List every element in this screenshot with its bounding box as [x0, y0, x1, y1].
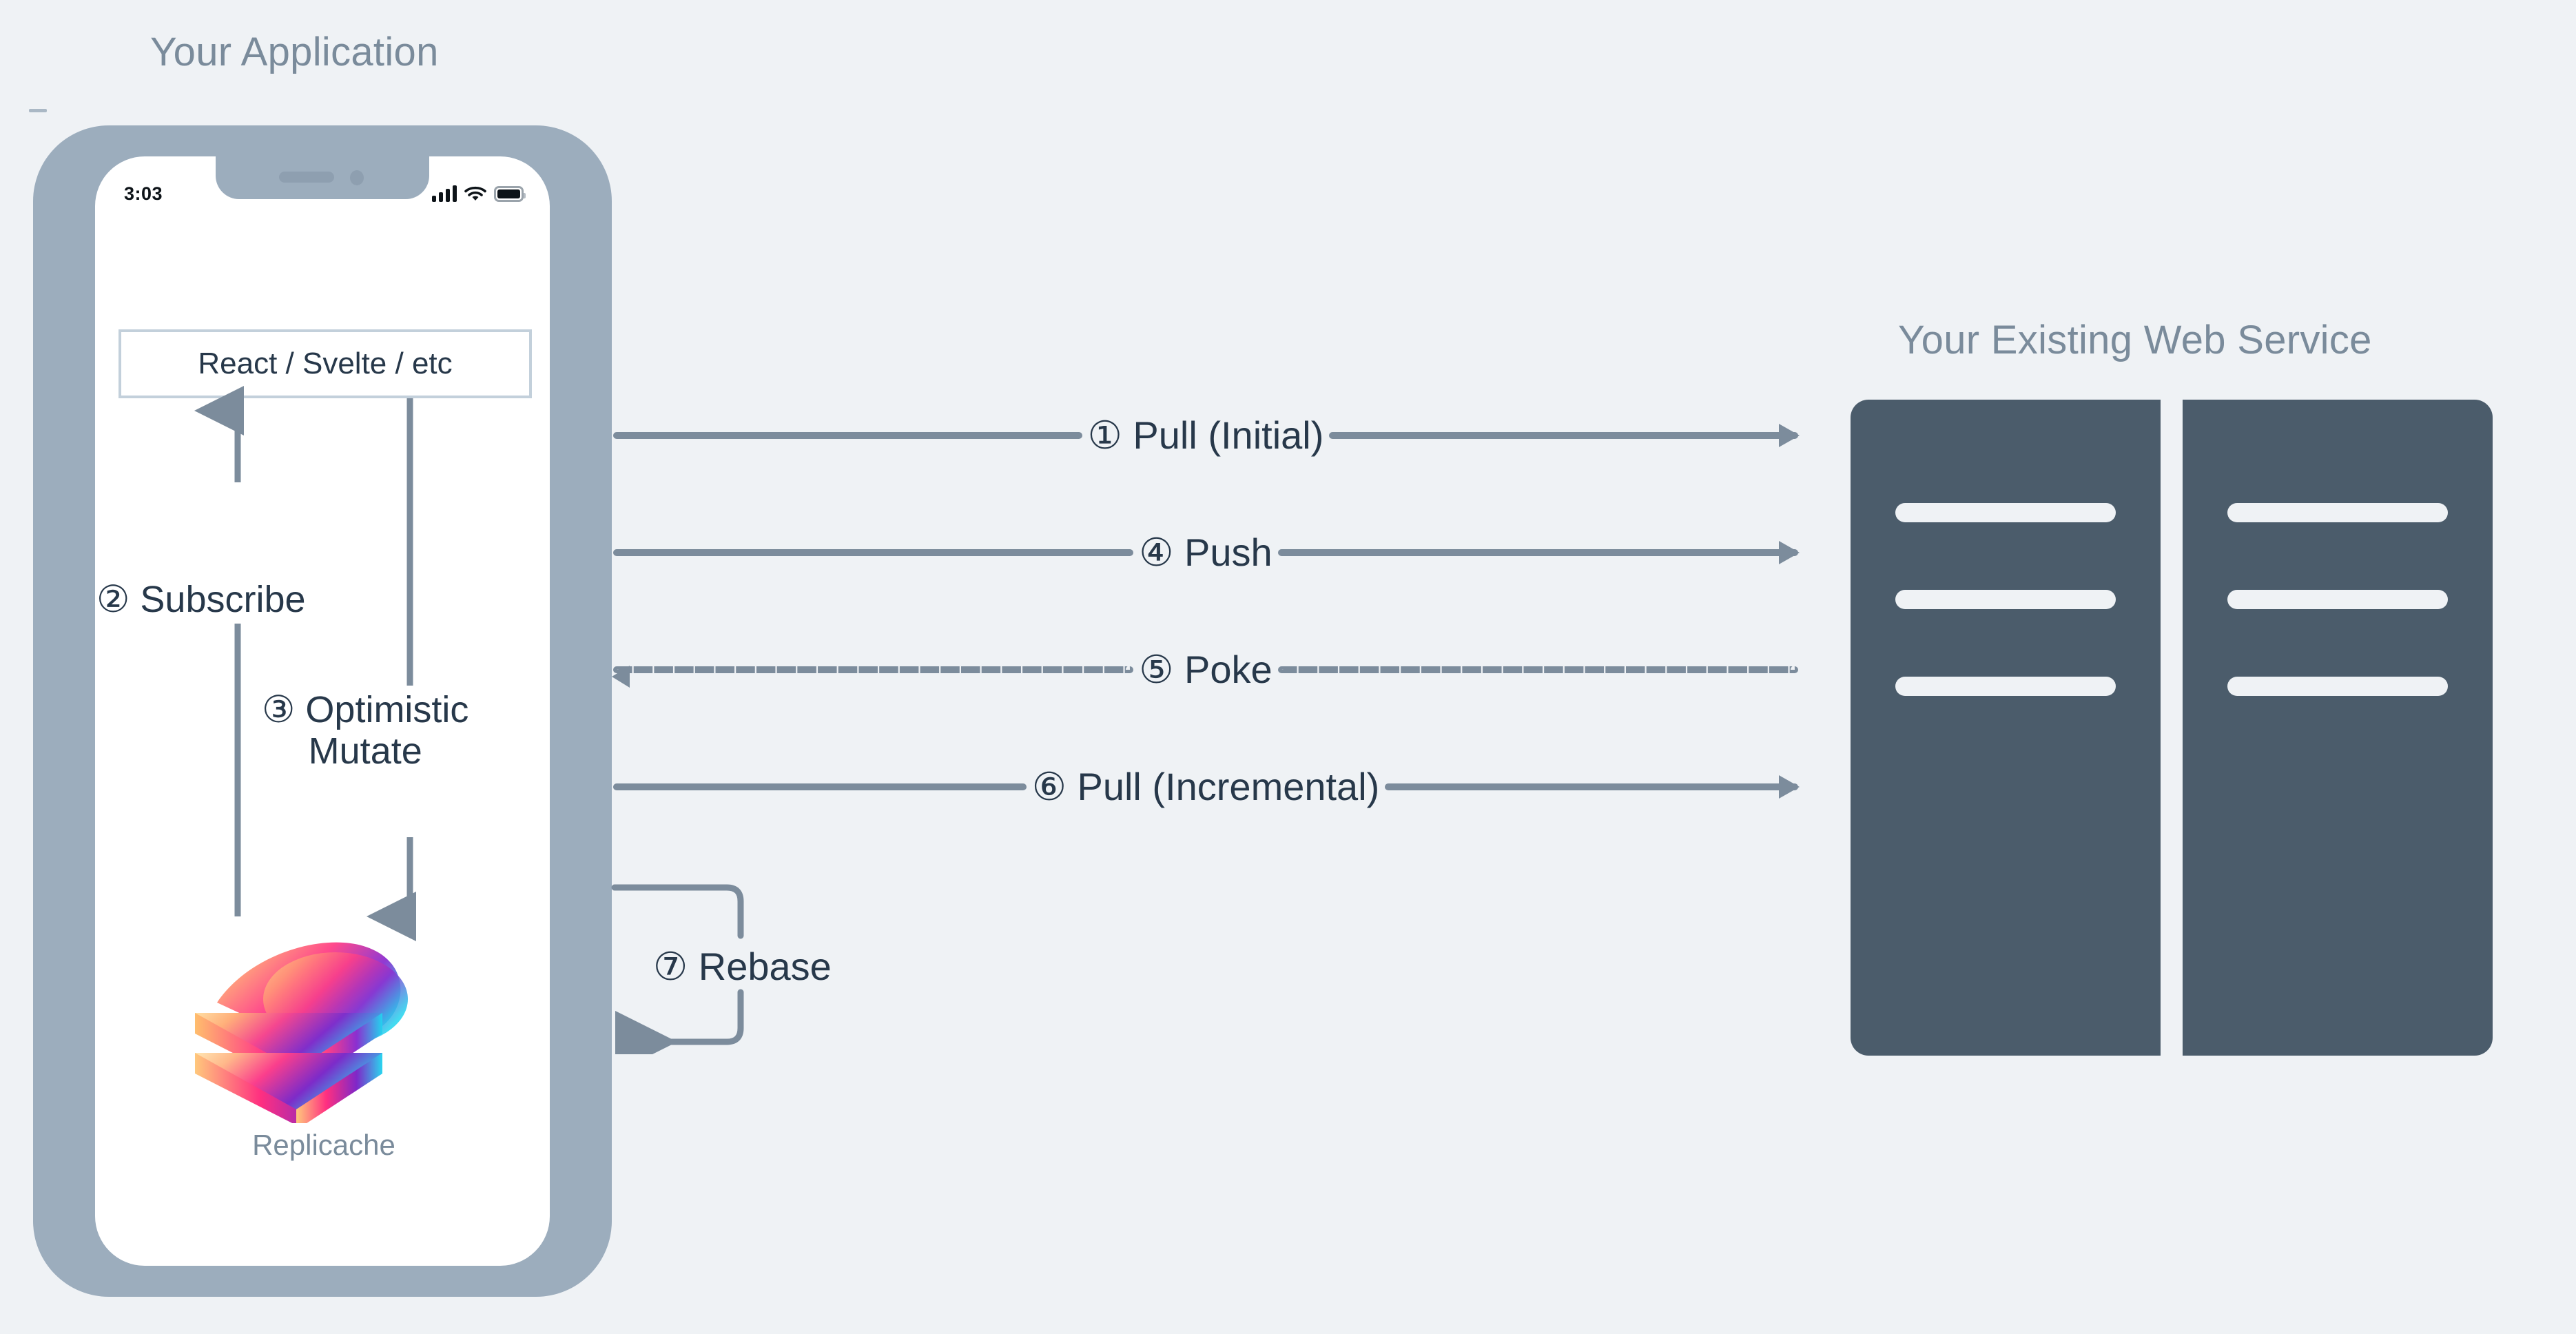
server-bar	[1895, 677, 2116, 696]
rebase-path-out	[611, 884, 744, 939]
flow-line-left	[613, 783, 1027, 790]
speaker-grille-icon	[279, 172, 334, 183]
flow-line-left	[613, 549, 1134, 556]
status-bar-icons	[432, 181, 526, 202]
battery-icon	[494, 186, 526, 202]
status-bar-time: 3:03	[124, 183, 163, 204]
flow-line-left	[613, 666, 1134, 673]
wifi-icon	[464, 186, 486, 201]
app-panel-title: Your Application	[150, 30, 439, 74]
rebase-path-in	[615, 989, 744, 1054]
flow-push-label: ④ Push	[1139, 531, 1272, 574]
server-bar	[1895, 503, 2116, 522]
server-rack-right	[2183, 400, 2493, 1056]
phone-notch	[216, 156, 429, 199]
replicache-label: Replicache	[252, 1129, 395, 1161]
step-mutate-label: ③ Optimistic Mutate	[262, 689, 469, 772]
flow-rebase-loop	[611, 884, 744, 1054]
framework-box-label: React / Svelte / etc	[198, 347, 453, 380]
flow-pull-incremental-label: ⑥ Pull (Incremental)	[1031, 765, 1380, 808]
flow-poke: ⑤ Poke	[613, 628, 1798, 711]
flow-line-left	[613, 432, 1082, 439]
flow-line-right	[1277, 666, 1798, 673]
phone-tick-mark	[29, 109, 47, 112]
flow-pull-initial: ① Pull (Initial)	[613, 394, 1799, 477]
flow-line-right	[1277, 549, 1798, 556]
flow-line-right	[1329, 432, 1799, 439]
flow-pull-incremental: ⑥ Pull (Incremental)	[613, 746, 1799, 828]
service-panel-title: Your Existing Web Service	[1898, 318, 2372, 362]
server-bar	[2227, 677, 2448, 696]
step-subscribe-label: ② Subscribe	[96, 579, 306, 620]
framework-box: React / Svelte / etc	[119, 329, 532, 398]
flow-line-right	[1385, 783, 1799, 790]
front-camera-icon	[350, 170, 364, 185]
server-rack-left	[1851, 400, 2161, 1056]
server-bar	[1895, 590, 2116, 609]
flow-push: ④ Push	[613, 511, 1798, 594]
replicache-layers-logo	[195, 942, 408, 1123]
flow-poke-label: ⑤ Poke	[1139, 648, 1272, 691]
flow-rebase-label: ⑦ Rebase	[653, 945, 832, 988]
cellular-signal-icon	[432, 185, 457, 202]
server-bar	[2227, 590, 2448, 609]
server-bar	[2227, 503, 2448, 522]
flow-pull-initial-label: ① Pull (Initial)	[1087, 413, 1324, 457]
replicache-store: Replicache	[176, 923, 472, 1162]
